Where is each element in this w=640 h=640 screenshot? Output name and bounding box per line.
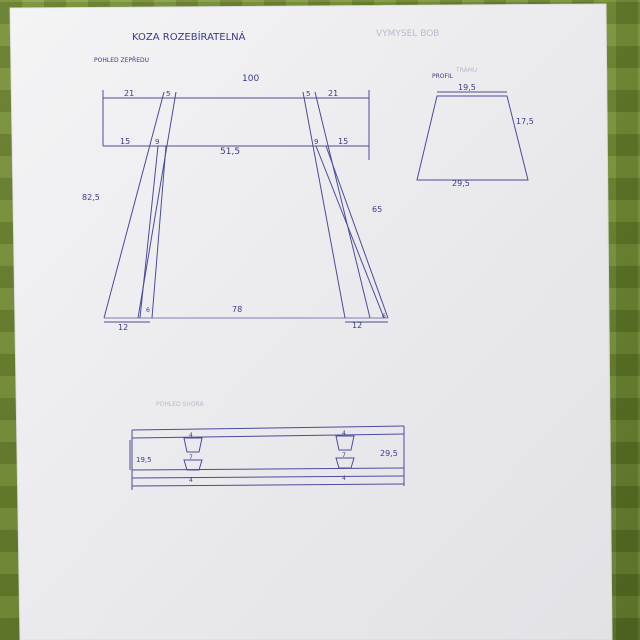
front-dim-mid-left: 15 <box>120 137 130 146</box>
top-view-label: POHLED SHORA <box>156 401 204 408</box>
front-view-label: POHLED ZEPŘEDU <box>94 56 149 64</box>
front-dim-foot-right: 12 <box>352 321 362 330</box>
front-dim-foot-left: 12 <box>118 323 128 332</box>
front-dim-mid-center: 51,5 <box>220 147 240 157</box>
top-view-drawing <box>129 425 405 490</box>
front-dim-top-right-inner: 5 <box>306 90 310 98</box>
front-dim-top-left-inner: 5 <box>166 90 170 98</box>
front-dim-bottom-span: 78 <box>232 305 242 314</box>
front-dim-leg-top-left: 9 <box>155 138 159 146</box>
front-dim-foot-right-inner: 6 <box>382 313 386 320</box>
front-view-drawing <box>102 90 389 323</box>
profile-dim-bottom: 29,5 <box>452 179 470 188</box>
front-dim-leg-top-right: 9 <box>314 138 318 146</box>
front-dim-height-right: 65 <box>372 205 382 214</box>
front-dim-total: 100 <box>242 74 259 84</box>
front-dim-height-left: 82,5 <box>82 193 100 202</box>
author-text: VYMYSEL BOB <box>376 29 439 39</box>
profile-dim-top: 19,5 <box>458 83 476 92</box>
top-block-bot-right: 4 <box>342 475 346 482</box>
top-dim-right: 29,5 <box>380 449 398 458</box>
top-block-top-right: 4 <box>342 430 346 437</box>
title-text: KOZA ROZEBÍRATELNÁ <box>132 30 246 43</box>
top-block-mid-left: 7 <box>189 454 193 461</box>
top-block-mid-right: 7 <box>342 452 346 459</box>
front-dim-mid-right: 15 <box>338 137 348 146</box>
profile-label-beam: TRÁMU <box>455 67 477 74</box>
top-dim-left: 19,5 <box>136 456 152 464</box>
profile-label: PROFIL <box>432 73 454 80</box>
profile-dim-side: 17,5 <box>516 117 534 126</box>
top-block-bot-left: 4 <box>189 477 193 484</box>
front-dim-top-left: 21 <box>124 89 134 98</box>
profile-trapezoid <box>416 91 529 181</box>
front-dim-top-right: 21 <box>328 89 338 98</box>
top-block-top-left: 4 <box>189 432 193 439</box>
front-dim-foot-left-inner: 6 <box>146 307 150 314</box>
